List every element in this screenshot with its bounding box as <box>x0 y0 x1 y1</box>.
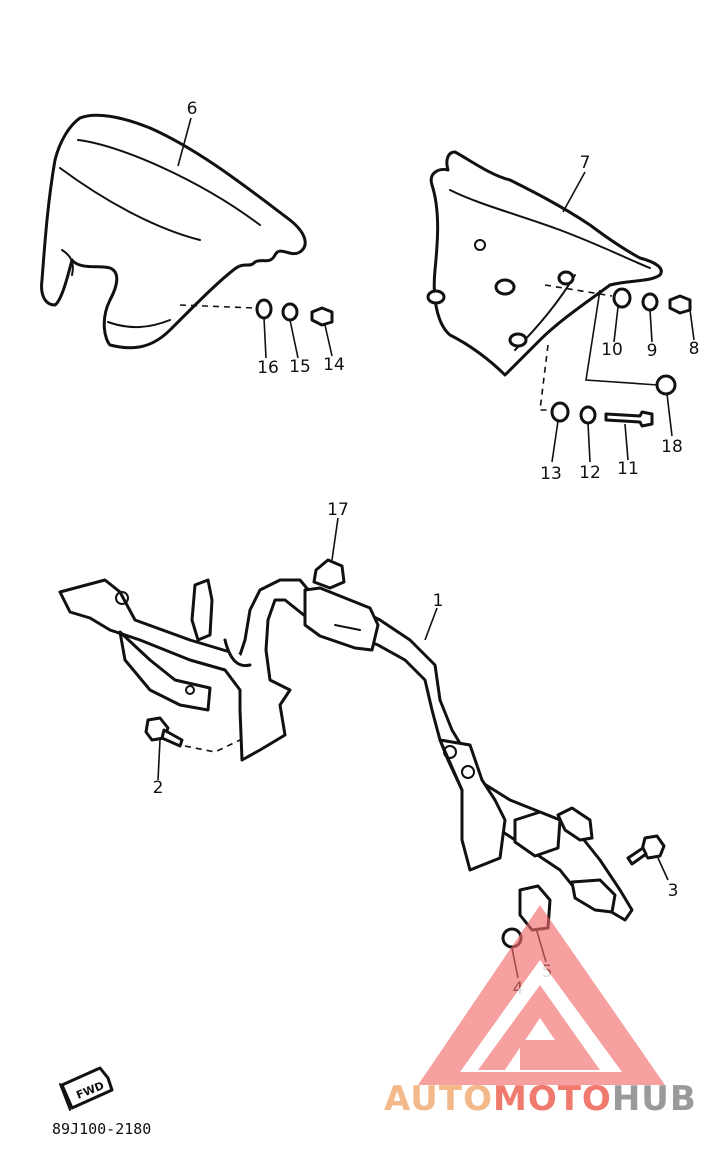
callout-1: 1 <box>433 591 444 611</box>
watermark-hub: HUB <box>612 1079 697 1119</box>
callout-13: 13 <box>540 464 562 484</box>
watermark-triangle-logo <box>418 905 665 1085</box>
callout-15: 15 <box>289 357 311 377</box>
callout-2: 2 <box>153 778 164 798</box>
part-6-front-cover <box>40 113 307 350</box>
leader-1 <box>424 607 438 641</box>
callout-16: 16 <box>257 358 279 378</box>
callout-8: 8 <box>689 339 700 359</box>
callout-18: 18 <box>661 437 683 457</box>
callout-6: 6 <box>187 99 198 119</box>
fwd-arrow-icon: FWD <box>59 1066 114 1111</box>
watermark-brand: AUTOMOTOHUB <box>384 1079 697 1119</box>
watermark-auto: AUTO <box>384 1079 493 1119</box>
callout-11: 11 <box>617 459 639 479</box>
callout-12: 12 <box>579 463 601 483</box>
diagram-code: 89J100-2180 <box>52 1120 151 1138</box>
hardware-right-group <box>539 284 695 463</box>
callout-3: 3 <box>668 881 679 901</box>
watermark-moto: MOTO <box>493 1079 612 1119</box>
hardware-16-15-14 <box>179 298 334 359</box>
callout-9: 9 <box>647 341 658 361</box>
part-7-side-cover <box>426 150 663 377</box>
leader-7 <box>562 171 586 213</box>
leader-6 <box>177 117 192 167</box>
callout-17: 17 <box>327 500 349 520</box>
part-3-bolt <box>626 834 669 881</box>
callout-10: 10 <box>601 340 623 360</box>
callout-14: 14 <box>323 355 345 375</box>
part-1-frame-stay <box>58 578 634 922</box>
part-2-bolt <box>144 716 241 781</box>
callout-labels: 1 2 3 4 5 6 7 8 9 10 11 12 13 14 15 16 1… <box>153 99 700 999</box>
part-17-clip <box>312 517 346 590</box>
callout-7: 7 <box>580 153 591 173</box>
